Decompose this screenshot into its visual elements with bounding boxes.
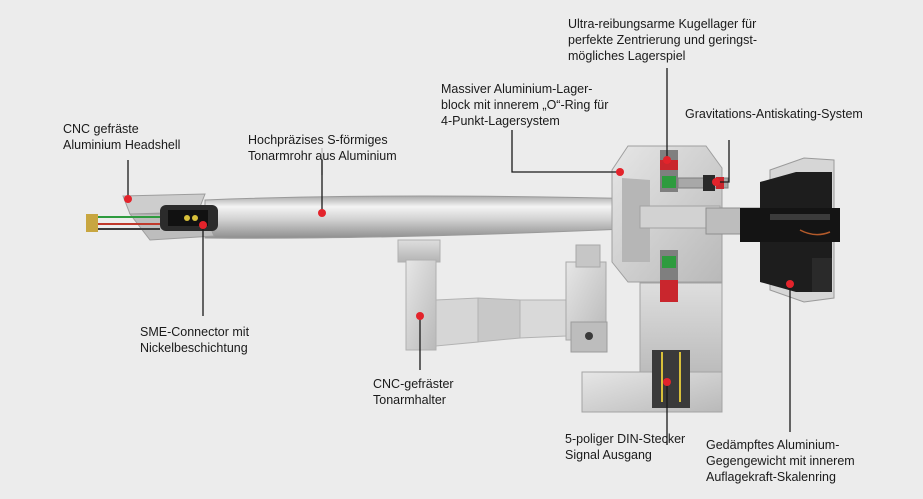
marker-bearing-block bbox=[616, 168, 624, 176]
markers bbox=[124, 156, 794, 386]
marker-din bbox=[663, 378, 671, 386]
leader-bearing-block bbox=[511, 130, 620, 173]
label-bearing-block: Massiver Aluminium-Lager- block mit inne… bbox=[441, 82, 609, 128]
label-counterweight: Gedämpftes Aluminium- Gegengewicht mit i… bbox=[706, 438, 855, 484]
marker-headshell bbox=[124, 195, 132, 203]
marker-ball-bearings bbox=[663, 156, 671, 164]
marker-holder bbox=[416, 312, 424, 320]
label-din-plug: 5-poliger DIN-Stecker Signal Ausgang bbox=[565, 432, 686, 462]
label-tonearm-holder: CNC-gefräster Tonarmhalter bbox=[373, 377, 454, 407]
antiskating-system bbox=[677, 175, 729, 191]
leader-antiskating bbox=[716, 140, 730, 183]
tonearm-holder bbox=[397, 239, 608, 353]
headshell bbox=[86, 193, 218, 241]
marker-tube bbox=[318, 209, 326, 217]
marker-counterweight bbox=[786, 280, 794, 288]
label-headshell: CNC gefräste Aluminium Headshell bbox=[63, 122, 181, 152]
marker-antiskating bbox=[712, 178, 720, 186]
counterweight bbox=[705, 157, 840, 303]
label-antiskating: Gravitations-Antiskating-System bbox=[685, 107, 863, 121]
bearing-block bbox=[581, 145, 723, 413]
label-tonearm-tube: Hochpräzises S-förmiges Tonarmrohr aus A… bbox=[248, 133, 397, 163]
leader-lines bbox=[127, 68, 791, 445]
label-ball-bearings: Ultra-reibungsarme Kugellager für perfek… bbox=[568, 17, 757, 63]
marker-sme bbox=[199, 221, 207, 229]
label-sme-connector: SME-Connector mit Nickelbeschichtung bbox=[140, 325, 250, 355]
